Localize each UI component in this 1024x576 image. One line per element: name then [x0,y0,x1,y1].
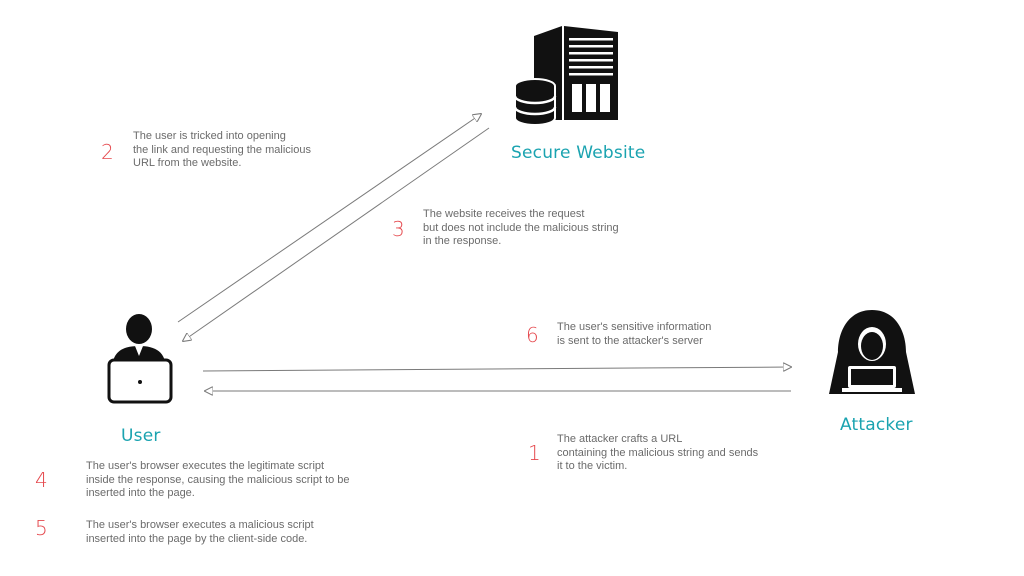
step-4-line-2: inside the response, causing the malicio… [86,473,350,486]
step-4-number: 4 [35,468,48,492]
user-laptop-icon [106,312,174,406]
server-database-icon [513,24,622,126]
step-1-line-1: The attacker crafts a URL [557,433,683,445]
step-2-line-2: the link and requesting the malicious [133,143,311,156]
arrow-user-to-server [177,114,481,323]
step-3-description: The website receives the request but doe… [423,208,619,249]
step-6-number: 6 [526,323,539,347]
step-1-line-2: containing the malicious string and send… [557,446,759,459]
step-6-line-2: is sent to the attacker's server [557,334,703,347]
step-3-number: 3 [392,217,405,241]
attacker-label: Attacker [840,415,913,435]
arrow-user-to-attacker [202,367,791,371]
step-2-line-3: URL from the website. [133,157,242,169]
step-5-description: The user's browser executes a malicious … [86,519,314,546]
step-1-line-3: it to the victim. [557,460,628,472]
step-5-number: 5 [35,516,48,540]
step-1-description: The attacker crafts a URL containing the… [557,433,758,474]
step-6-line-1: The user's sensitive information [557,321,712,333]
step-3-line-2: but does not include the malicious strin… [423,221,619,234]
step-1-number: 1 [528,441,541,465]
arrow-server-to-user [183,127,490,341]
server-label: Secure Website [511,143,646,163]
step-4-line-3: inserted into the page. [86,487,195,499]
step-4-description: The user's browser executes the legitima… [86,460,350,501]
hooded-attacker-icon [826,308,918,396]
user-label: User [121,426,161,446]
step-5-line-1: The user's browser executes a malicious … [86,519,314,531]
step-2-description: The user is tricked into opening the lin… [133,130,311,171]
step-3-line-3: in the response. [423,235,502,247]
step-5-line-2: inserted into the page by the client-sid… [86,532,308,545]
step-4-line-1: The user's browser executes the legitima… [86,460,325,472]
step-3-line-1: The website receives the request [423,208,585,220]
step-2-number: 2 [101,140,114,164]
step-2-line-1: The user is tricked into opening [133,130,286,142]
step-6-description: The user's sensitive information is sent… [557,321,711,348]
